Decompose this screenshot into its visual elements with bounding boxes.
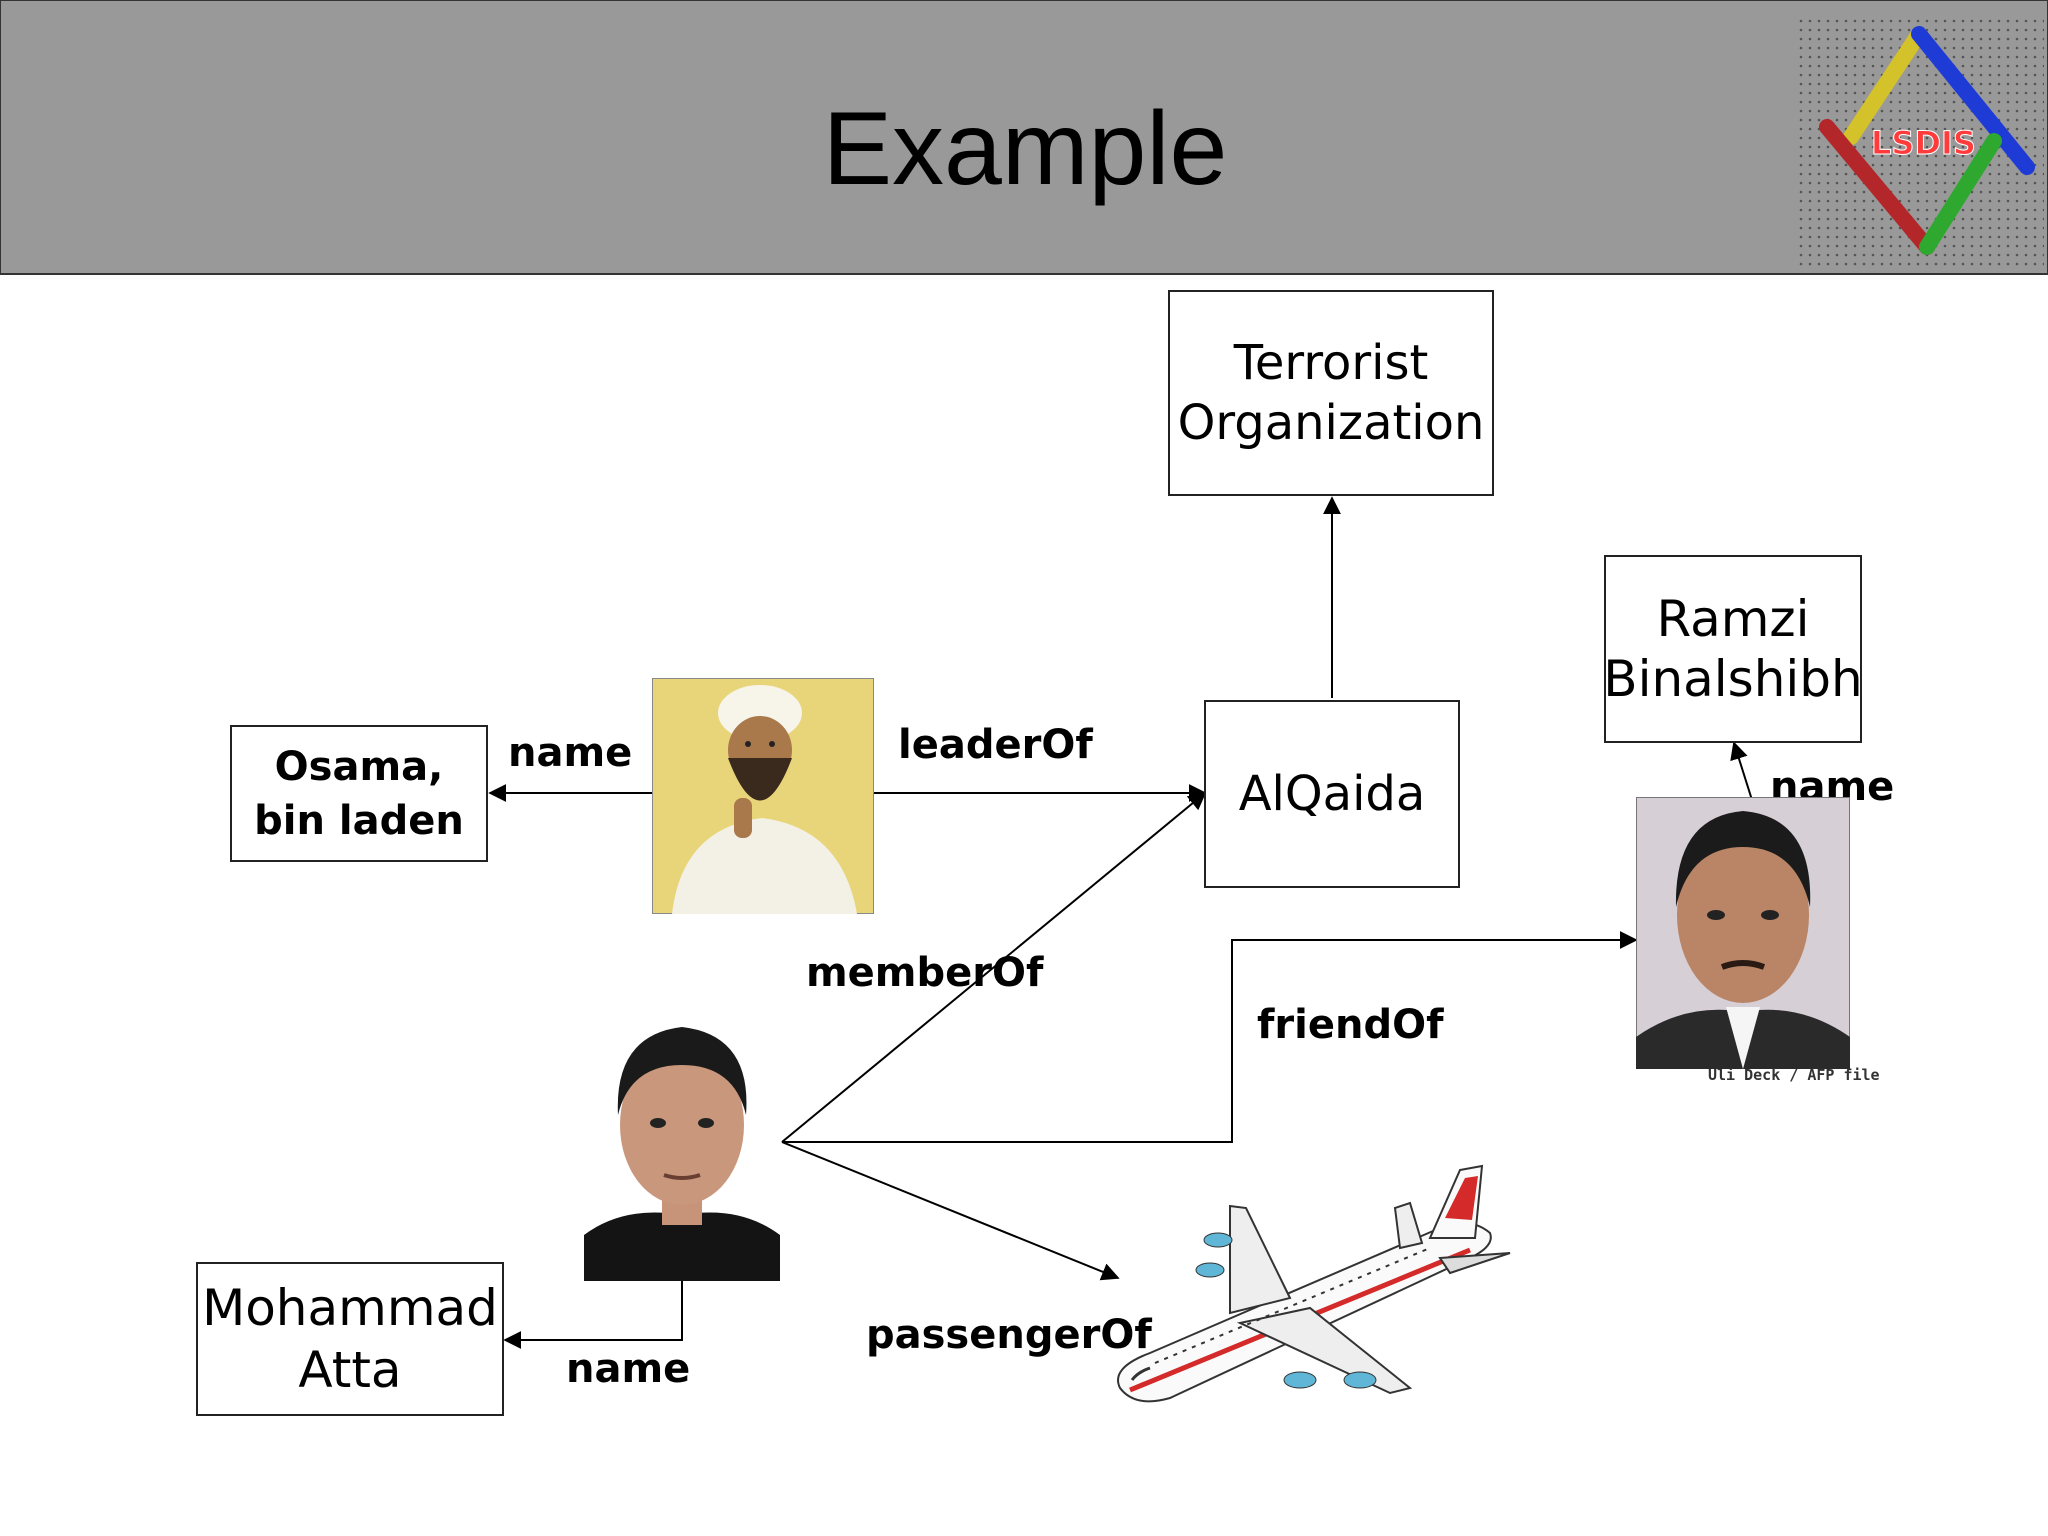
node-osama-bin-laden: Osama, bin laden [230, 725, 488, 862]
atta-photo [584, 1005, 780, 1281]
node-label: Terrorist Organization [1178, 333, 1485, 453]
node-mohammad-atta: Mohammad Atta [196, 1262, 504, 1416]
node-label: Mohammad Atta [202, 1277, 498, 1401]
photo-credit: Uli Deck / AFP file [1708, 1066, 1880, 1084]
label-atta-name: name [566, 1346, 690, 1392]
bin-laden-photo [652, 678, 874, 914]
node-ramzi-binalshibh: Ramzi Binalshibh [1604, 555, 1862, 743]
edge-ramzi-name [1734, 743, 1752, 800]
label-friend-of: friendOf [1257, 1002, 1443, 1048]
label-osama-name: name [508, 730, 632, 776]
node-label: AlQaida [1239, 766, 1426, 822]
label-leader-of: leaderOf [898, 722, 1093, 768]
node-label: Osama, bin laden [254, 740, 464, 848]
node-terrorist-organization: Terrorist Organization [1168, 290, 1494, 496]
edge-atta-name [505, 1280, 682, 1340]
airplane-clipart [1110, 1158, 1530, 1408]
label-passenger-of: passengerOf [866, 1312, 1152, 1358]
label-member-of: memberOf [806, 950, 1043, 996]
node-label: Ramzi Binalshibh [1603, 589, 1862, 709]
edge-passenger-of [782, 1142, 1118, 1278]
node-alqaida: AlQaida [1204, 700, 1460, 888]
binalshibh-photo [1636, 797, 1850, 1069]
